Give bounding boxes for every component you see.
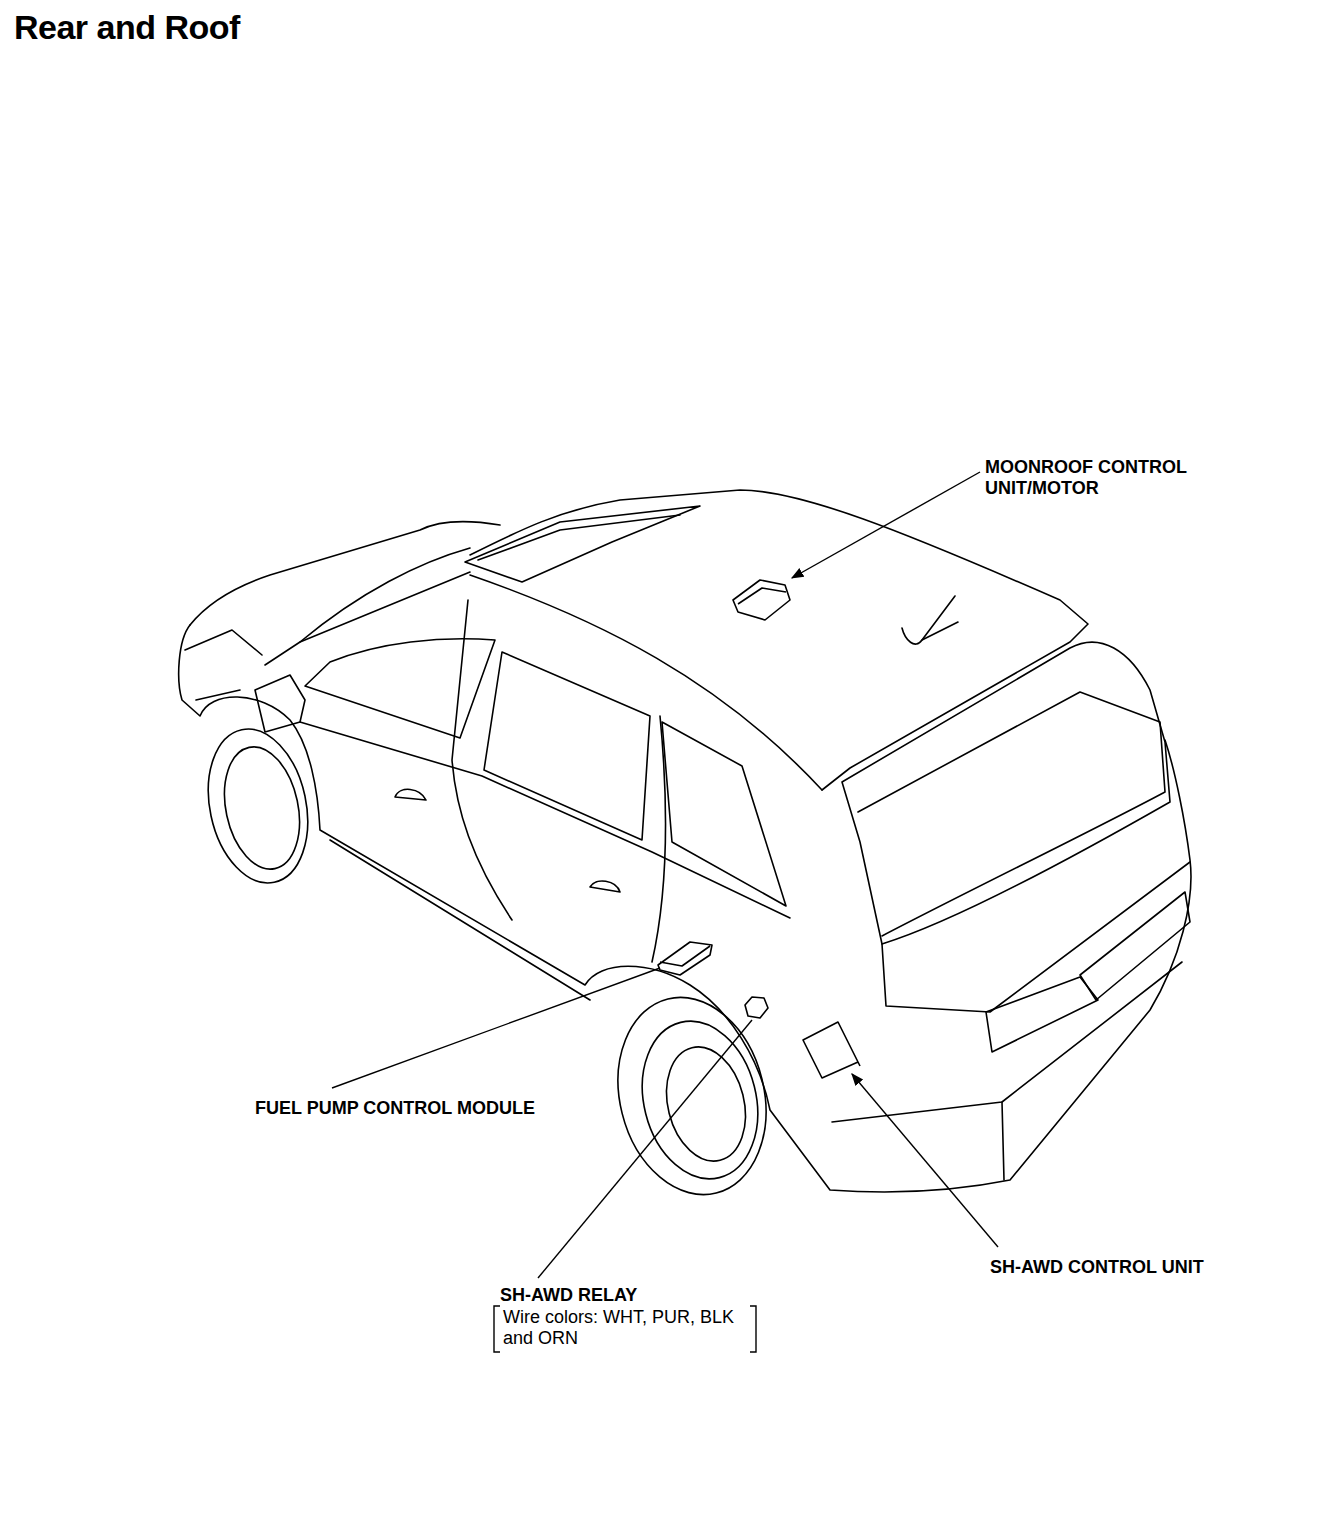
drawing-part: [842, 642, 1170, 944]
drawing-part: [484, 652, 650, 840]
leader-line: [792, 472, 980, 578]
part-name: MOONROOF CONTROL UNIT/MOTOR: [985, 457, 1235, 499]
drawing-part: [330, 840, 590, 1000]
drawing-part: [470, 490, 1088, 790]
drawing-part: [832, 962, 1182, 1122]
drawing-part: [214, 740, 310, 876]
drawing-part: [190, 522, 500, 625]
drawing-part: [395, 789, 426, 800]
bracket: [750, 1306, 756, 1352]
drawing-part: [195, 720, 321, 893]
part-name: SH-AWD CONTROL UNIT: [990, 1257, 1204, 1278]
wire-note: Wire colors: WHT, PUR, BLK and ORN: [503, 1307, 753, 1349]
drawing-part: [922, 622, 958, 640]
leader-line: [332, 968, 660, 1088]
drawing-part: [662, 722, 786, 906]
drawing-part: [185, 630, 262, 655]
fuel-pump-module: [658, 942, 712, 975]
drawing-part: [305, 639, 495, 738]
drawing-part: [590, 881, 620, 892]
drawing-part: [1002, 1102, 1004, 1180]
drawing-part: [196, 690, 240, 700]
relay-symbol: [745, 997, 768, 1018]
drawing-part: [858, 692, 1165, 936]
drawing-part: [300, 548, 470, 642]
drawing-part: [1080, 892, 1190, 1000]
drawing-part: [300, 722, 790, 918]
page-title: Rear and Roof: [14, 8, 240, 47]
drawing-part: [626, 1009, 773, 1191]
drawing-part: [598, 982, 786, 1211]
components: [658, 580, 860, 1078]
drawing-part: [452, 600, 512, 920]
leader-line: [538, 1020, 752, 1278]
drawing-part: [255, 675, 305, 732]
drawing-part: [652, 716, 666, 962]
control-unit: [803, 1022, 860, 1078]
part-name: FUEL PUMP CONTROL MODULE: [255, 1098, 535, 1119]
drawing-part: [478, 515, 680, 560]
leader-lines: [332, 472, 998, 1278]
drawing-part: [265, 572, 470, 665]
bracket: [494, 1306, 500, 1352]
drawing-part: [470, 575, 822, 790]
moonroof-unit: [733, 580, 790, 620]
drawing-part: [179, 625, 1191, 1192]
drawing-part: [655, 1039, 757, 1170]
part-name: SH-AWD RELAY: [500, 1285, 637, 1306]
leader-line: [852, 1074, 998, 1247]
drawing-part: [465, 506, 700, 582]
car-body: [179, 490, 1191, 1210]
bracket: [494, 1306, 756, 1352]
drawing-part: [882, 862, 1190, 1012]
